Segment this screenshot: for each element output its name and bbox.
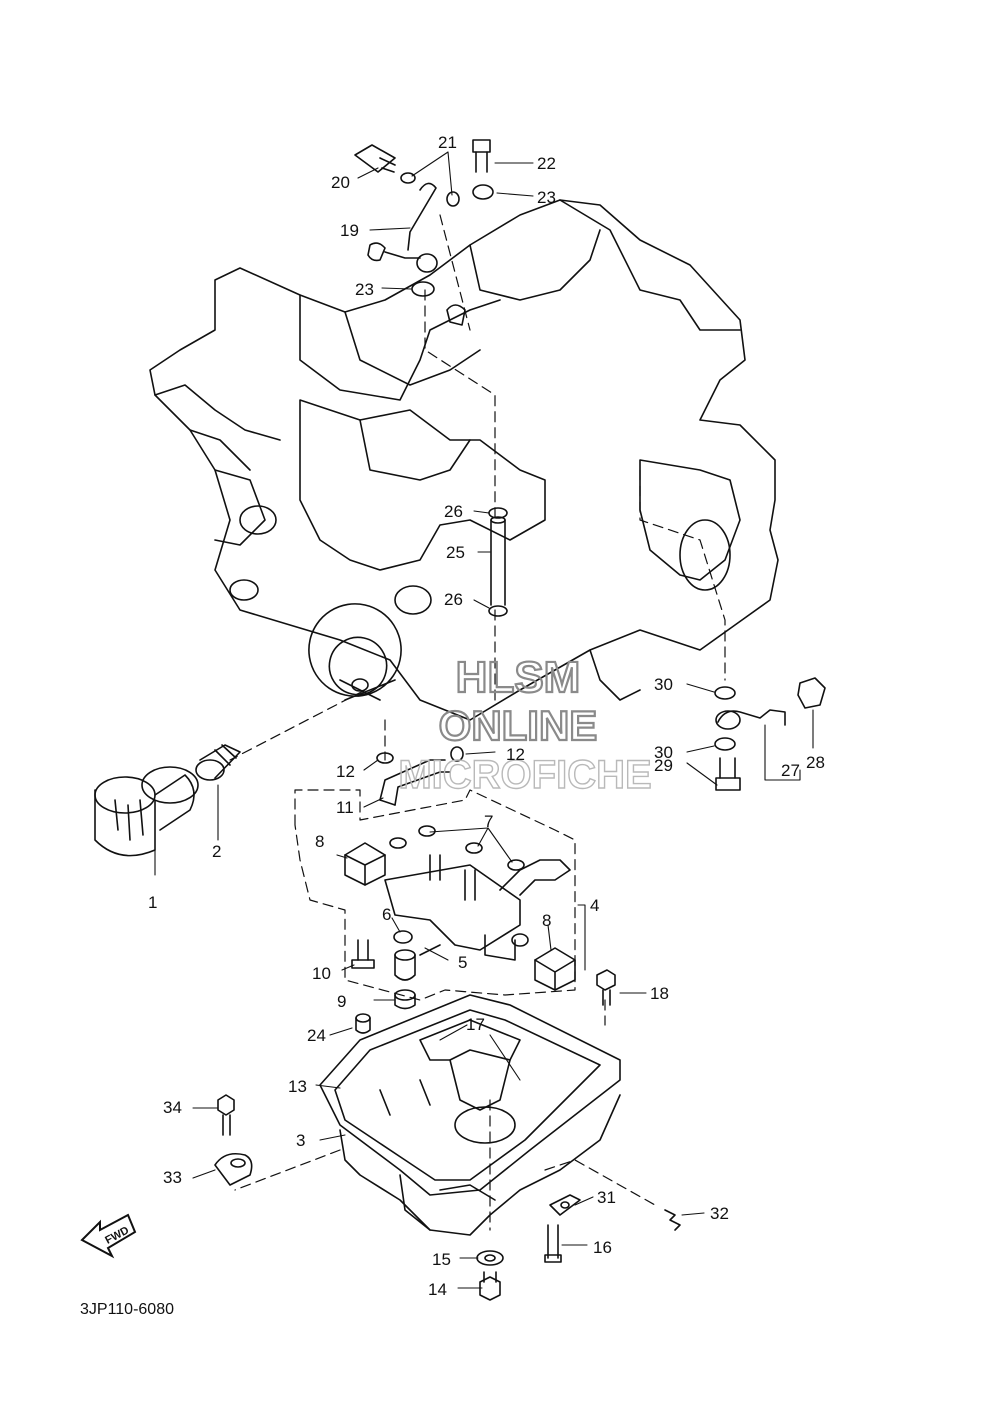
callout-25[interactable]: 25 xyxy=(446,543,465,562)
callout-7[interactable]: 7 xyxy=(484,812,493,831)
pressure-switch-parts xyxy=(715,677,826,791)
callout-2[interactable]: 2 xyxy=(212,842,221,861)
oil-hose xyxy=(379,759,451,806)
dowel-pin xyxy=(355,1013,371,1034)
callout-19[interactable]: 19 xyxy=(340,221,359,240)
callout-10[interactable]: 10 xyxy=(312,964,331,983)
callout-16[interactable]: 16 xyxy=(593,1238,612,1257)
callout-33[interactable]: 33 xyxy=(163,1168,182,1187)
collar-parts xyxy=(394,944,441,1010)
o-rings xyxy=(376,172,736,944)
callout-21[interactable]: 21 xyxy=(438,133,457,152)
dashed-center-lines xyxy=(229,214,726,1231)
callout-15[interactable]: 15 xyxy=(432,1250,451,1269)
callout-30-bottom[interactable]: 30 xyxy=(654,743,673,762)
callout-34[interactable]: 34 xyxy=(163,1098,182,1117)
watermark-line-3: MICROFICHE xyxy=(398,753,651,797)
callout-30-top[interactable]: 30 xyxy=(654,675,673,694)
callout-23-left[interactable]: 23 xyxy=(355,280,374,299)
watermark: HLSM ONLINE MICROFICHE xyxy=(398,652,653,798)
callout-13[interactable]: 13 xyxy=(288,1077,307,1096)
drawing-code: 3JP110-6080 xyxy=(80,1301,174,1318)
callout-12-right[interactable]: 12 xyxy=(506,745,525,764)
callout-18[interactable]: 18 xyxy=(650,984,669,1003)
callout-11[interactable]: 11 xyxy=(336,798,354,817)
oil-strainer-assembly xyxy=(384,854,571,961)
filter-union-bolt xyxy=(195,744,241,781)
drain-plug-parts xyxy=(476,1224,562,1301)
callout-6[interactable]: 6 xyxy=(382,905,391,924)
upper-oil-line-parts xyxy=(354,139,494,326)
callout-24[interactable]: 24 xyxy=(307,1026,326,1045)
callout-27[interactable]: 27 xyxy=(781,761,800,780)
callout-23-top[interactable]: 23 xyxy=(537,188,556,207)
callout-12-left[interactable]: 12 xyxy=(336,762,355,781)
callout-4[interactable]: 4 xyxy=(590,896,599,915)
callout-1[interactable]: 1 xyxy=(148,893,157,912)
oil-filter xyxy=(94,766,199,857)
callout-9[interactable]: 9 xyxy=(337,992,346,1011)
crankcase-outline xyxy=(149,199,779,721)
bracket-and-bolt xyxy=(214,1094,253,1186)
callout-14[interactable]: 14 xyxy=(428,1280,447,1299)
callout-31[interactable]: 31 xyxy=(597,1188,616,1207)
forward-direction-arrow: FWD xyxy=(80,1213,137,1259)
callout-5[interactable]: 5 xyxy=(458,953,467,972)
callout-8-right[interactable]: 8 xyxy=(542,911,551,930)
watermark-line-2: ONLINE xyxy=(439,702,598,749)
callout-29[interactable]: 29 xyxy=(654,756,673,775)
callout-8-left[interactable]: 8 xyxy=(315,832,324,851)
part-callouts: 1 2 3 4 5 6 7 8 8 9 10 11 12 12 13 14 15… xyxy=(148,133,825,1299)
callout-32[interactable]: 32 xyxy=(710,1204,729,1223)
leader-lines xyxy=(154,151,814,1289)
pan-bolt xyxy=(596,969,616,1006)
callout-17[interactable]: 17 xyxy=(466,1015,485,1034)
drain-fitting-bolt xyxy=(351,939,375,969)
callout-3[interactable]: 3 xyxy=(296,1131,305,1150)
oil-pan xyxy=(319,994,621,1236)
callout-26-bottom[interactable]: 26 xyxy=(444,590,463,609)
watermark-line-1: HLSM xyxy=(456,653,581,702)
callout-22[interactable]: 22 xyxy=(537,154,556,173)
callout-26-top[interactable]: 26 xyxy=(444,502,463,521)
callout-20[interactable]: 20 xyxy=(331,173,350,192)
damper-blocks xyxy=(344,842,576,991)
callout-28[interactable]: 28 xyxy=(806,753,825,772)
baffle-plate-and-clip xyxy=(549,1194,681,1231)
oil-delivery-pipe xyxy=(490,516,506,606)
